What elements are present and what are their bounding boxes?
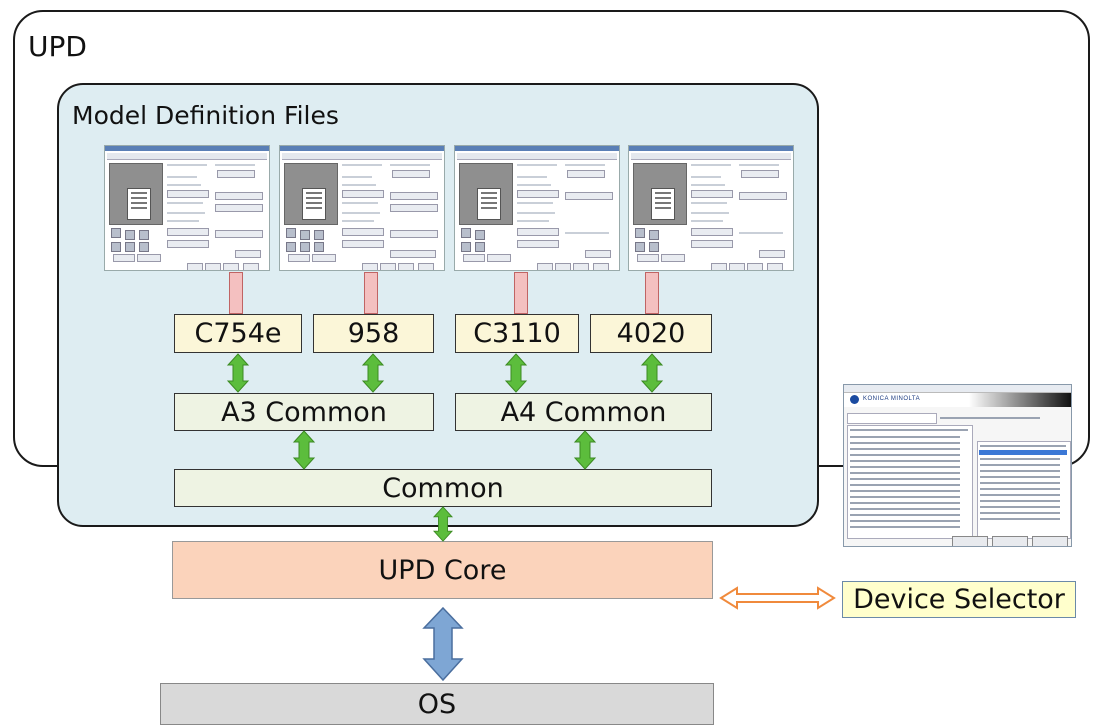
double-arrow-icon bbox=[574, 430, 596, 470]
printing-preferences-screenshot bbox=[454, 145, 620, 271]
printing-preferences-screenshot bbox=[104, 145, 270, 271]
os-box: OS bbox=[160, 683, 714, 725]
double-arrow-icon bbox=[433, 506, 453, 542]
printing-preferences-screenshot bbox=[628, 145, 794, 271]
connector bbox=[229, 272, 243, 314]
connector bbox=[514, 272, 528, 314]
device-selector-screenshot: KONICA MINOLTA bbox=[843, 384, 1072, 547]
device-selector-box: Device Selector bbox=[842, 581, 1076, 618]
model-box-4020: 4020 bbox=[590, 314, 712, 353]
printing-preferences-screenshot bbox=[279, 145, 445, 271]
double-arrow-icon bbox=[719, 586, 836, 610]
connector bbox=[364, 272, 378, 314]
konica-minolta-logo-icon bbox=[850, 395, 859, 404]
a4-common-box: A4 Common bbox=[455, 393, 712, 431]
double-arrow-icon bbox=[362, 353, 384, 393]
double-arrow-icon bbox=[422, 606, 464, 682]
double-arrow-icon bbox=[641, 353, 663, 393]
double-arrow-icon bbox=[293, 430, 315, 470]
double-arrow-icon bbox=[227, 353, 249, 393]
upd-core-box: UPD Core bbox=[172, 541, 713, 599]
model-box-c3110: C3110 bbox=[455, 314, 579, 353]
model-box-c754e: C754e bbox=[174, 314, 302, 353]
upd-title: UPD bbox=[28, 30, 87, 63]
model-definition-files-title: Model Definition Files bbox=[72, 101, 339, 130]
model-box-958: 958 bbox=[313, 314, 434, 353]
double-arrow-icon bbox=[505, 353, 527, 393]
connector bbox=[645, 272, 659, 314]
